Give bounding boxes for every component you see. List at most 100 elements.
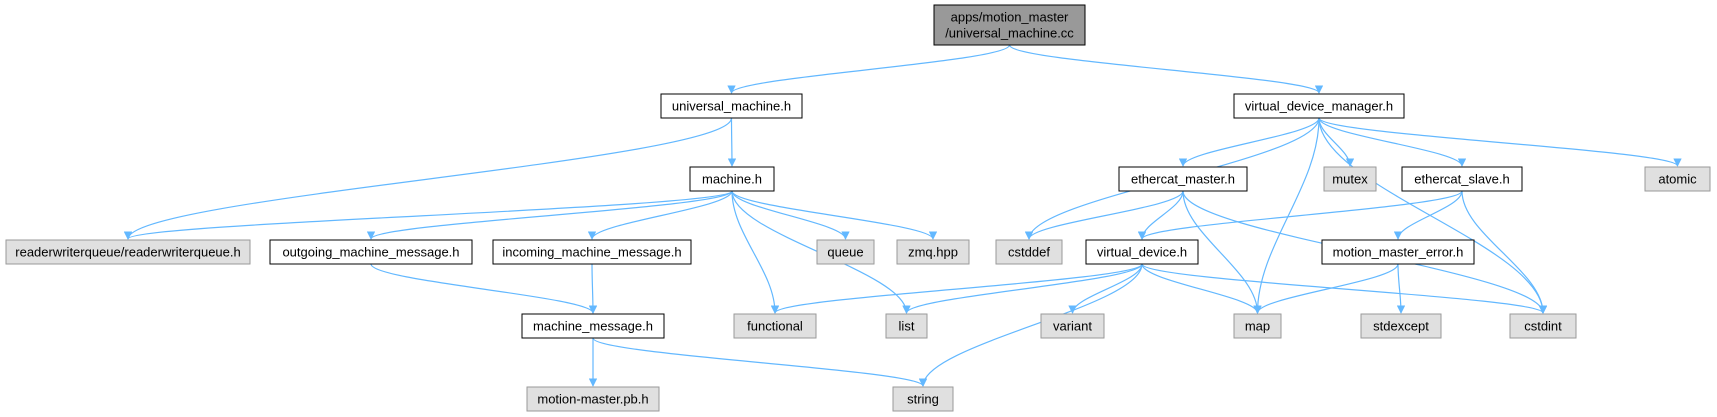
node-box [1118, 166, 1248, 192]
edge-root-to-virtual_device_manager_h [1008, 44, 1324, 94]
node-box [1360, 313, 1442, 339]
node-machine-h[interactable]: machine.h [689, 166, 775, 192]
node-label: atomic [1658, 172, 1697, 187]
node-motion-master-pb-h: motion-master.pb.h [526, 386, 660, 412]
node-box [1233, 313, 1282, 339]
node-box [1509, 313, 1577, 339]
edge-path [123, 117, 733, 240]
edge-virtual_device_h-to-map [1141, 263, 1262, 314]
edge-path [902, 263, 1143, 314]
node-ethercat-slave-h[interactable]: ethercat_slave.h [1401, 166, 1523, 192]
node-box [933, 4, 1086, 46]
node-machine-message-h[interactable]: machine_message.h [521, 313, 665, 339]
edge-virtual_device_h-to-variant [1068, 263, 1143, 314]
edge-virtual_device_manager_h-to-cstdint [1318, 117, 1548, 314]
node-label: list [899, 319, 915, 334]
node-label: variant [1053, 319, 1092, 334]
edge-path [1318, 117, 1682, 167]
node-box [1040, 313, 1105, 339]
node-readerwriterqueue-h: readerwriterqueue/readerwriterqueue.h [5, 239, 251, 265]
edge-path [1182, 190, 1262, 314]
edge-virtual_device_h-to-functional [770, 263, 1143, 314]
edge-path [588, 263, 598, 314]
node-zmq-hpp: zmq.hpp [896, 239, 970, 265]
edge-path [592, 337, 928, 387]
node-box [1401, 166, 1523, 192]
edge-ethercat_master_h-to-map [1182, 190, 1262, 314]
node-box [896, 239, 970, 265]
node-box [269, 239, 473, 265]
node-label: virtual_device_manager.h [1245, 99, 1393, 114]
node-label: incoming_machine_message.h [502, 245, 681, 260]
node-incoming-machine-message-h[interactable]: incoming_machine_message.h [492, 239, 692, 265]
edge-path [366, 190, 733, 240]
node-atomic: atomic [1644, 166, 1711, 192]
node-outgoing-machine-message-h[interactable]: outgoing_machine_message.h [269, 239, 473, 265]
edge-path [731, 190, 780, 314]
edge-machine_message_h-to-string [592, 337, 928, 387]
node-box [885, 313, 928, 339]
node-label: ethercat_slave.h [1414, 172, 1509, 187]
node-label: functional [747, 319, 803, 334]
edge-path [587, 190, 733, 240]
edge-path [1318, 117, 1355, 167]
node-label: cstdint [1524, 319, 1562, 334]
edge-path [1318, 117, 1548, 314]
node-label: map [1245, 319, 1270, 334]
dependency-edges [123, 44, 1682, 387]
edge-path [1396, 263, 1406, 314]
edge-path [1068, 263, 1143, 314]
edge-machine_h-to-functional [731, 190, 780, 314]
node-box [816, 239, 875, 265]
node-label: readerwriterqueue/readerwriterqueue.h [15, 245, 240, 260]
node-label: cstddef [1008, 245, 1050, 260]
node-box [995, 239, 1063, 265]
edge-virtual_device_manager_h-to-atomic [1318, 117, 1682, 167]
edge-ethercat_slave_h-to-motion_master_error_h [1393, 190, 1463, 240]
edge-ethercat_slave_h-to-virtual_device_h [1137, 190, 1463, 240]
edge-outgoing_machine_message_h-to-machine_message_h [370, 263, 598, 314]
node-box [526, 386, 660, 412]
node-label: machine.h [702, 172, 762, 187]
node-functional: functional [733, 313, 817, 339]
node-label: mutex [1332, 172, 1368, 187]
node-label: motion-master.pb.h [537, 392, 648, 407]
edge-path [1393, 190, 1463, 240]
edge-machine_h-to-readerwriterqueue_h [124, 190, 733, 240]
node-label: machine_message.h [533, 319, 653, 334]
edge-machine_h-to-queue [731, 190, 850, 240]
node-label: universal_machine.h [672, 99, 791, 114]
node-label: string [907, 392, 939, 407]
edge-virtual_device_manager_h-to-mutex [1318, 117, 1355, 167]
edge-virtual_device_h-to-cstdint [1141, 263, 1548, 314]
node-label: queue [827, 245, 863, 260]
edge-machine_h-to-zmq_hpp [731, 190, 938, 240]
edge-universal_machine_h-to-machine_h [727, 117, 737, 167]
edge-path [1461, 190, 1548, 314]
edge-path [731, 190, 938, 240]
node-stdexcept: stdexcept [1360, 313, 1442, 339]
node-universal-machine-h[interactable]: universal_machine.h [660, 93, 803, 119]
node-label: apps/motion_master [951, 10, 1069, 25]
edge-virtual_device_h-to-string [918, 263, 1143, 387]
edge-path [1141, 263, 1548, 314]
node-box [5, 239, 251, 265]
dependency-nodes: apps/motion_master/universal_machine.ccu… [5, 4, 1711, 412]
edge-ethercat_slave_h-to-cstdint [1461, 190, 1548, 314]
node-virtual-device-h[interactable]: virtual_device.h [1085, 239, 1199, 265]
node-motion-master-error-h[interactable]: motion_master_error.h [1321, 239, 1475, 265]
edge-path [1253, 117, 1320, 314]
node-root[interactable]: apps/motion_master/universal_machine.cc [933, 4, 1086, 46]
node-string: string [892, 386, 954, 412]
edge-universal_machine_h-to-readerwriterqueue_h [123, 117, 733, 240]
node-ethercat-master-h[interactable]: ethercat_master.h [1118, 166, 1248, 192]
edge-path [1008, 44, 1324, 94]
edge-path [1253, 263, 1399, 314]
node-cstddef: cstddef [995, 239, 1063, 265]
node-mutex: mutex [1323, 166, 1377, 192]
node-queue: queue [816, 239, 875, 265]
node-virtual-device-manager-h[interactable]: virtual_device_manager.h [1233, 93, 1405, 119]
node-label: ethercat_master.h [1131, 172, 1235, 187]
node-label: virtual_device.h [1097, 245, 1187, 260]
edge-path [1024, 190, 1184, 240]
